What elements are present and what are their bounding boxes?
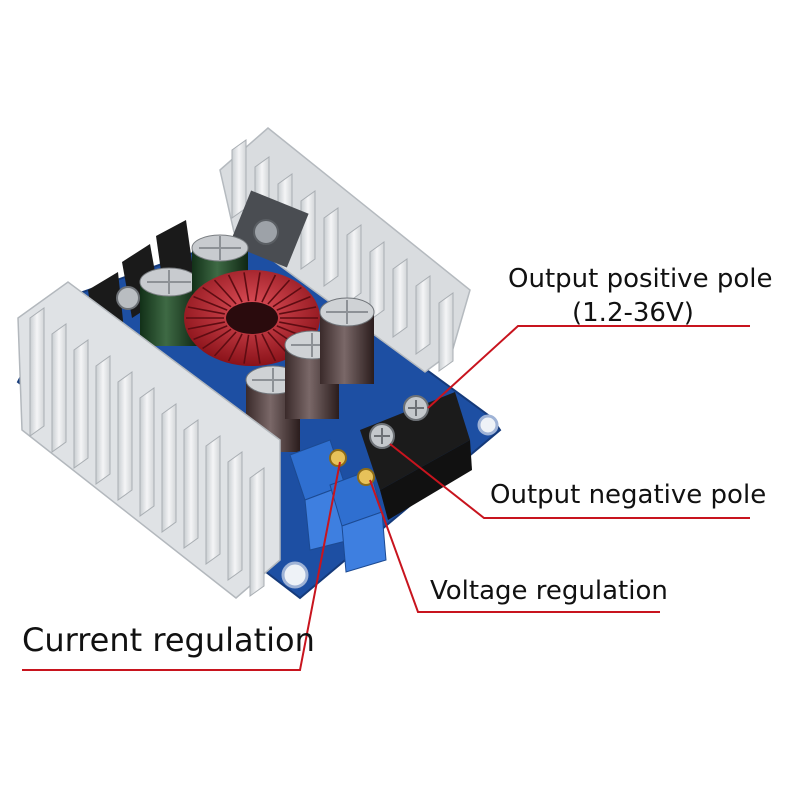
- voltage-potentiometer: [329, 468, 387, 573]
- heatsink-fin: [117, 371, 133, 501]
- heatsink-fin: [415, 275, 431, 355]
- inductor-wire-turn: [279, 321, 317, 330]
- callout-output-negative: [389, 443, 750, 519]
- inductor-wire-turn: [213, 331, 237, 357]
- inductor-wire-turn: [276, 295, 311, 311]
- heatsink-fin: [346, 224, 362, 304]
- label-output-negative-pole: Output negative pole: [490, 480, 767, 510]
- inductor-wire-turn: [187, 306, 225, 315]
- rear-heatsink: [219, 127, 471, 373]
- inductor-wire-turn: [243, 334, 250, 364]
- heatsink-fin: [139, 387, 155, 517]
- inductor-wire-turn: [193, 295, 228, 311]
- heatsink-fin: [183, 419, 199, 549]
- inductor-wire-turn: [261, 274, 277, 303]
- screw-head: [116, 286, 140, 310]
- front-heatsink: [17, 281, 281, 599]
- label-output-voltage-range: (1.2-36V): [572, 298, 694, 328]
- inductor-wire-turn: [267, 279, 291, 305]
- callout-lines: [22, 325, 750, 671]
- callout-output-positive: [427, 325, 750, 409]
- inductor-wire-turn: [279, 306, 317, 315]
- heatsink-fin: [300, 190, 316, 270]
- heatsink-fin: [227, 451, 243, 581]
- inductor-wire-turn: [227, 333, 243, 362]
- heatsink-fin: [73, 339, 89, 469]
- heatsink-fin: [438, 292, 454, 372]
- heatsink-fin: [29, 307, 45, 437]
- electrolytic-capacitor: [319, 297, 375, 384]
- heatsink-fin: [369, 241, 385, 321]
- mounting-hole: [477, 414, 499, 436]
- inductor-wire-turn: [254, 272, 261, 302]
- heatsink-fin: [249, 467, 265, 597]
- inductor-wire-turn: [272, 286, 302, 308]
- callout-current-regulation: [22, 461, 341, 671]
- heatsink-fin: [205, 435, 221, 565]
- inductor-wire-turn: [254, 334, 261, 364]
- inductor-wire-turn: [202, 286, 232, 308]
- inductor-wire-turn: [187, 321, 225, 330]
- heatsink-fin: [161, 403, 177, 533]
- inductor-wire-turn: [202, 328, 232, 350]
- heatsink-fin: [231, 139, 247, 219]
- label-current-regulation: Current regulation: [22, 621, 315, 659]
- callout-voltage-regulation: [369, 479, 660, 613]
- inductor-wire-turn: [261, 333, 277, 362]
- output-terminal-block: [360, 392, 472, 520]
- inductor-wire-turn: [227, 274, 243, 303]
- heatsink-fin: [95, 355, 111, 485]
- heatsink-fin: [323, 207, 339, 287]
- heatsink-fin: [392, 258, 408, 338]
- mounting-hole: [281, 561, 309, 589]
- inductor-wire-turn: [213, 279, 237, 305]
- inductor-wire-turn: [243, 272, 250, 302]
- inductor-wire-turn: [193, 325, 228, 341]
- heatsink-fin: [51, 323, 67, 453]
- label-voltage-regulation: Voltage regulation: [430, 576, 668, 606]
- label-output-positive-pole: Output positive pole: [508, 264, 773, 294]
